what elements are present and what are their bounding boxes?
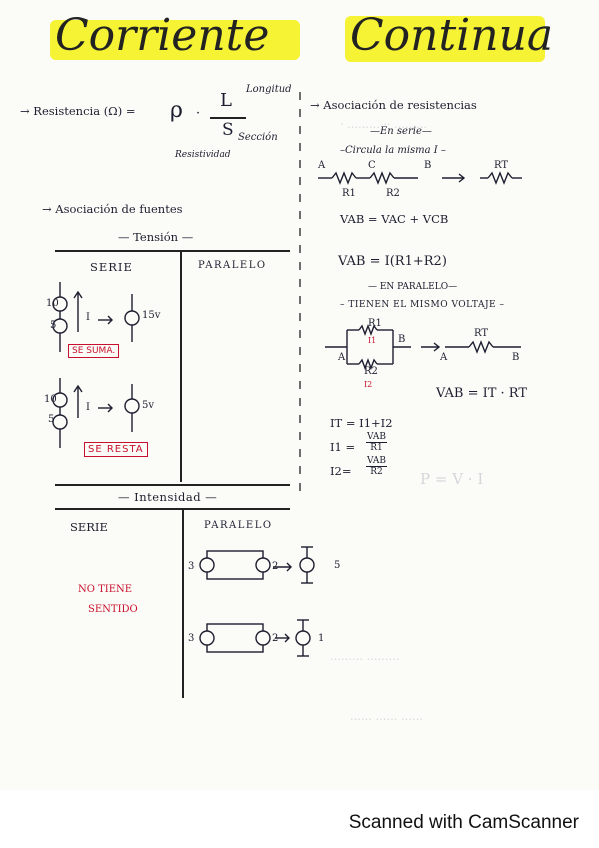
it-sum-equation: IT = I1+I2 <box>330 416 393 430</box>
i1-fraction: VAB R1 <box>366 432 388 453</box>
parallel-R1: R1 <box>368 318 382 329</box>
rho-symbol: ρ <box>170 98 183 123</box>
scanned-page: · ……… ·· ……… P = V · I ……… ……… …… …… …… … <box>20 10 554 723</box>
resistencia-label: → Resistencia (Ω) = <box>20 104 136 118</box>
i1-equation: I1 = <box>330 440 356 454</box>
longitud-label: Longitud <box>246 84 292 95</box>
parallel-resistors-diagram <box>325 324 521 370</box>
p1-result-5: 5 <box>334 560 341 571</box>
p2-result-1: 1 <box>318 633 325 644</box>
length-L: L <box>220 90 232 111</box>
title-highlight <box>345 16 545 62</box>
parallel-node-B2: B <box>512 352 520 363</box>
bottom-current-I: I <box>86 402 90 413</box>
tension-column-divider <box>180 252 182 482</box>
series-sum-diagram <box>52 282 140 352</box>
parallel-node-A: A <box>338 352 346 363</box>
parallel-node-A2: A <box>440 352 448 363</box>
fraction-bar <box>210 117 246 119</box>
sentido-text: SENTIDO <box>88 604 138 615</box>
bottom-source-10: 10 <box>44 394 57 405</box>
bleed-through-text: P = V · I <box>420 470 484 488</box>
series-node-A: A <box>318 160 326 171</box>
dashed-divider <box>299 92 301 492</box>
tension-serie-label: SERIE <box>90 260 133 274</box>
vab-current-equation: VAB = I(R1+R2) <box>338 254 447 269</box>
vab-sum-equation: VAB = VAC + VCB <box>340 212 449 226</box>
se-resta-box: SE RESTA <box>84 442 148 457</box>
bottom-source-5v: 5v <box>142 400 155 411</box>
parallel-I1: I1 <box>368 336 377 345</box>
top-current-I: I <box>86 312 90 323</box>
section-S: S <box>222 120 234 140</box>
se-suma-box: SE SUMA. <box>68 344 120 358</box>
parallel-current-diagram-1 <box>199 546 315 584</box>
tension-underline <box>55 250 290 252</box>
intensidad-topline <box>55 484 290 486</box>
series-R2: R2 <box>386 188 400 199</box>
parallel-RT: RT <box>474 328 489 339</box>
bleed-through-text: · ……… ·· ……… <box>340 118 427 131</box>
i2-equation: I2= <box>330 464 352 478</box>
parallel-node-B: B <box>398 334 406 345</box>
i2-fraction: VAB R2 <box>366 456 388 477</box>
series-subtract-diagram <box>52 378 140 448</box>
dot-operator: · <box>196 106 201 121</box>
title-word-2: Continua <box>350 10 554 61</box>
en-paralelo-label: — EN PARALELO— <box>368 282 458 292</box>
parallel-R2: R2 <box>364 366 378 377</box>
resistividad-label: Resistividad <box>175 150 231 160</box>
parallel-I2: I2 <box>364 380 373 389</box>
i1-numerator: VAB <box>366 432 388 443</box>
camscanner-footer: Scanned with CamScanner <box>348 812 579 833</box>
fuentes-heading: → Asociación de fuentes <box>42 202 183 216</box>
series-node-C: C <box>368 160 376 171</box>
series-node-B: B <box>424 160 432 171</box>
series-RT: RT <box>494 160 509 171</box>
intensidad-heading: — Intensidad — <box>118 490 218 504</box>
p2-source-3: 3 <box>188 633 195 644</box>
i1-denominator: R1 <box>370 443 383 453</box>
intensidad-underline <box>55 508 290 510</box>
title-highlight <box>50 20 300 60</box>
bleed-through-text: ……… ……… <box>330 650 400 663</box>
intensidad-column-divider <box>182 510 184 698</box>
title-word-1: Corriente <box>55 10 270 61</box>
intensidad-paralelo-label: PARALELO <box>204 520 273 531</box>
en-serie-label: —En serie— <box>370 126 432 137</box>
top-source-15v: 15v <box>142 310 161 321</box>
tension-paralelo-label: PARALELO <box>198 260 267 271</box>
p1-source-2: 2 <box>272 561 279 572</box>
resistencias-heading: → Asociación de resistencias <box>310 98 477 112</box>
bottom-source-5: 5 <box>48 414 55 425</box>
no-tiene-text: NO TIENE <box>78 584 133 595</box>
intensidad-serie-label: SERIE <box>70 520 108 534</box>
p1-source-3: 3 <box>188 561 195 572</box>
bleed-through-text: …… …… …… <box>350 710 423 723</box>
p2-source-2: 2 <box>272 633 279 644</box>
seccion-label: Sección <box>238 132 278 143</box>
tension-heading: — Tensión — <box>118 230 194 244</box>
mismo-voltaje-label: – TIENEN EL MISMO VOLTAJE – <box>340 300 505 310</box>
top-source-5: 5 <box>50 320 57 331</box>
vab-rt-equation: VAB = IT · RT <box>436 386 528 401</box>
i2-denominator: R2 <box>370 467 383 477</box>
circula-label: –Circula la misma I – <box>340 145 446 156</box>
i2-numerator: VAB <box>366 456 388 467</box>
parallel-current-diagram-2 <box>199 619 311 657</box>
series-resistors-diagram <box>318 171 522 185</box>
series-R1: R1 <box>342 188 356 199</box>
top-source-10: 10 <box>46 298 59 309</box>
